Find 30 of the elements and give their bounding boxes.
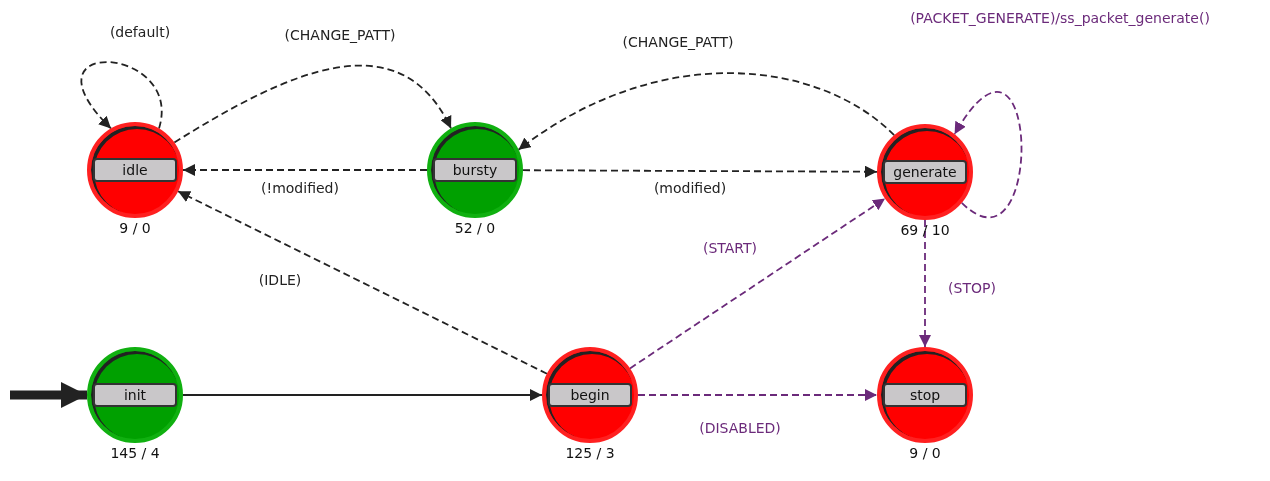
state-name: stop <box>883 383 967 407</box>
edge-label: (DISABLED) <box>697 420 783 436</box>
state-count: 52 / 0 <box>454 220 496 236</box>
transition-arrow <box>953 92 1023 217</box>
transition-arrow <box>629 197 886 370</box>
edge-label: (CHANGE_PATT) <box>620 34 736 50</box>
transition-arrow <box>80 61 163 130</box>
transition-arrow <box>919 219 931 348</box>
state-count: 9 / 0 <box>909 445 941 461</box>
edge-label: (!modified) <box>259 180 341 196</box>
initial-arrow <box>10 382 87 408</box>
state-count: 9 / 0 <box>119 220 151 236</box>
state-name: idle <box>93 158 177 182</box>
state-count: 145 / 4 <box>110 445 160 461</box>
state-name: generate <box>883 160 967 184</box>
transition-arrow <box>173 64 452 144</box>
state-name: init <box>93 383 177 407</box>
edge-label: (CHANGE_PATT) <box>282 27 398 43</box>
transition-arrow <box>177 190 548 375</box>
state-count: 125 / 3 <box>565 445 615 461</box>
edge-label: (STOP) <box>946 280 998 296</box>
state-count: 69 / 10 <box>900 222 950 238</box>
transition-arrow <box>637 389 878 401</box>
transition-arrow <box>522 165 878 178</box>
transition-arrow <box>517 72 896 151</box>
transition-arrow <box>182 164 428 176</box>
state-name: bursty <box>433 158 517 182</box>
transition-arrow <box>182 389 543 401</box>
state-name: begin <box>548 383 632 407</box>
edge-label: (PACKET_GENERATE)/ss_packet_generate() <box>908 10 1212 26</box>
